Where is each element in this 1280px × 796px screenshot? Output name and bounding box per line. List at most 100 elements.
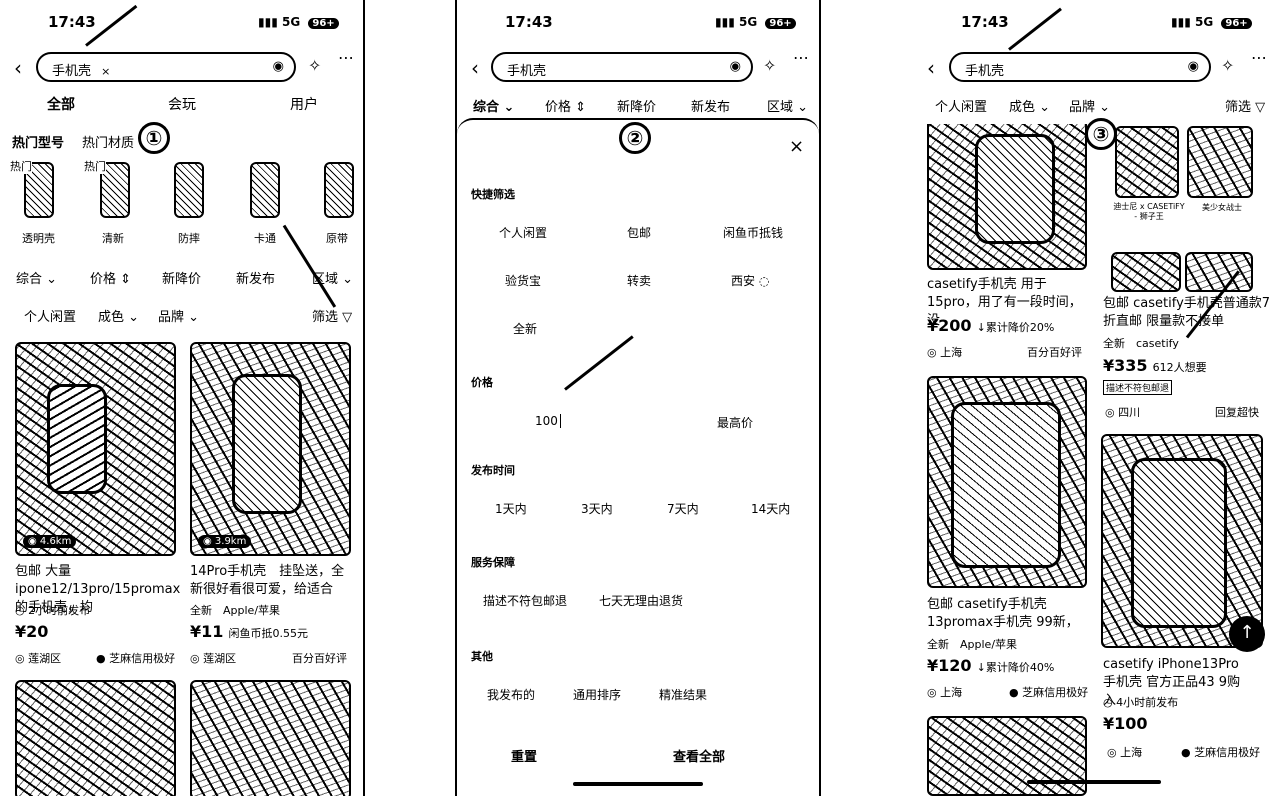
hot-materials-tab[interactable]: 热门材质	[82, 136, 135, 151]
product-image[interactable]: ◉ 3.9km	[190, 342, 351, 556]
sort-new-drop[interactable]: 新降价	[617, 100, 657, 115]
more-icon[interactable]: ⋯	[793, 48, 809, 67]
sort-composite[interactable]: 综合 ⌄	[473, 100, 515, 115]
filter-condition[interactable]: 成色 ⌄	[1009, 100, 1051, 115]
service-option[interactable]: 描述不符包邮退	[483, 594, 568, 608]
price-max-input[interactable]: 最高价	[717, 416, 754, 430]
category-thumb[interactable]	[250, 162, 280, 218]
product-image[interactable]	[190, 680, 351, 796]
option-brand-new[interactable]: 全新	[513, 322, 538, 336]
product-image[interactable]	[1185, 252, 1253, 292]
hot-models-tab[interactable]: 热门型号	[12, 136, 65, 151]
product-image[interactable]	[1101, 434, 1263, 648]
hot-tag: 热门	[84, 158, 106, 174]
sort-composite[interactable]: 综合 ⌄	[16, 272, 58, 287]
back-icon[interactable]: ‹	[14, 56, 22, 80]
tab-all[interactable]: 全部	[47, 97, 75, 113]
home-indicator	[1027, 780, 1161, 784]
product-title[interactable]: 包邮 casetify手机壳普通款7折直邮 限量款不接单	[1103, 296, 1271, 329]
category-thumb[interactable]	[324, 162, 354, 218]
sort-new-post[interactable]: 新发布	[691, 100, 731, 115]
other-option[interactable]: 通用排序	[573, 688, 622, 702]
tab-users[interactable]: 用户	[290, 97, 318, 113]
filter-condition[interactable]: 成色 ⌄	[98, 310, 140, 325]
product-image[interactable]	[927, 376, 1087, 588]
product-image[interactable]	[1111, 252, 1181, 292]
clear-icon[interactable]: ×	[101, 65, 111, 78]
signal-icon: ▮▮▮	[258, 15, 278, 29]
reset-button[interactable]: 重置	[511, 750, 538, 765]
product-title[interactable]: 包邮 casetify手机壳 13promax手机壳 99新，	[927, 597, 1079, 630]
product-meta: 全新 Apple/苹果	[927, 638, 1018, 651]
quick-filter-title: 快捷筛选	[471, 188, 515, 201]
category-thumb[interactable]	[174, 162, 204, 218]
filter-personal[interactable]: 个人闲置	[935, 100, 988, 115]
seller-location: ◎ 上海	[1107, 746, 1143, 759]
camera-icon[interactable]: ◉	[729, 59, 741, 74]
option-free-shipping[interactable]: 包邮	[627, 226, 652, 240]
product-image[interactable]	[1115, 126, 1179, 198]
product-title[interactable]: casetify手机壳 用于15pro，用了有一段时间，没	[927, 277, 1082, 328]
product-title[interactable]: 14Pro手机壳 挂坠送，全新很好看很可爱，给适合	[190, 564, 345, 597]
filter-button[interactable]: 筛选 ▽	[1225, 100, 1266, 115]
filter-region[interactable]: 区域 ⌄	[767, 100, 809, 115]
option-personal[interactable]: 个人闲置	[499, 226, 548, 240]
more-icon[interactable]: ⋯	[1251, 48, 1267, 67]
more-icon[interactable]: ⋯	[338, 48, 354, 67]
pin-icon[interactable]: ✧	[763, 56, 777, 75]
time-option[interactable]: 7天内	[667, 502, 699, 516]
product-meta: 全新 casetify	[1103, 337, 1179, 350]
time-option[interactable]: 14天内	[751, 502, 791, 516]
option-inspection[interactable]: 验货宝	[505, 274, 542, 288]
sort-price[interactable]: 价格 ⇕	[90, 272, 132, 287]
price-min-input[interactable]: 100	[535, 414, 561, 428]
other-option[interactable]: 精准结果	[659, 688, 708, 702]
product-image[interactable]	[927, 124, 1087, 270]
sort-price[interactable]: 价格 ⇕	[545, 100, 587, 115]
back-icon[interactable]: ‹	[471, 56, 479, 80]
step-marker-1: ①	[138, 122, 170, 154]
product-image[interactable]	[927, 716, 1087, 796]
back-icon[interactable]: ‹	[927, 56, 935, 80]
search-input[interactable]: 手机壳 × ◉	[36, 52, 296, 82]
guarantee-tag: 描述不符包邮退	[1103, 380, 1173, 395]
search-input[interactable]: 手机壳 ◉	[491, 52, 753, 82]
price-title: 价格	[471, 376, 493, 389]
service-option[interactable]: 七天无理由退货	[599, 594, 684, 608]
product-price: ¥11	[190, 622, 224, 641]
filter-personal[interactable]: 个人闲置	[24, 310, 77, 325]
filter-brand[interactable]: 品牌 ⌄	[158, 310, 200, 325]
sort-new-post[interactable]: 新发布	[236, 272, 276, 287]
time-option[interactable]: 3天内	[581, 502, 613, 516]
sort-new-drop[interactable]: 新降价	[162, 272, 202, 287]
category-label: 透明壳	[22, 232, 55, 245]
pin-icon[interactable]: ✧	[1221, 56, 1235, 75]
filter-brand[interactable]: 品牌 ⌄	[1069, 100, 1111, 115]
product-image[interactable]	[15, 680, 176, 796]
seller-location: ◎ 上海	[927, 686, 963, 699]
battery-icon: 96+	[765, 18, 796, 29]
status-time: 17:43	[505, 13, 553, 31]
hot-tag: 热门	[10, 158, 32, 174]
product-title[interactable]: 包邮 大量ipone12/13pro/15promax的手机壳，均	[15, 564, 181, 615]
product-image[interactable]: ◉ 4.6km	[15, 342, 176, 556]
tab-play[interactable]: 会玩	[168, 97, 196, 113]
scroll-top-button[interactable]: ↑	[1229, 616, 1265, 652]
product-title[interactable]: casetify iPhone13Pro手机壳 官方正品43 9购入	[1103, 657, 1241, 708]
search-input[interactable]: 手机壳 ◉	[949, 52, 1211, 82]
time-option[interactable]: 1天内	[495, 502, 527, 516]
filter-sheet-panel: 17:43 ▮▮▮ 5G 96+ ‹ 手机壳 ◉ ✧ ⋯ 综合 ⌄ 价格 ⇕ 新…	[455, 0, 821, 796]
close-icon[interactable]: ×	[789, 136, 805, 157]
option-location[interactable]: 西安 ◌	[731, 274, 770, 288]
other-option[interactable]: 我发布的	[487, 688, 536, 702]
camera-icon[interactable]: ◉	[1187, 59, 1199, 74]
view-all-button[interactable]: 查看全部	[673, 750, 726, 765]
option-coin-deduct[interactable]: 闲鱼币抵钱	[723, 226, 784, 240]
option-resell[interactable]: 转卖	[627, 274, 652, 288]
product-price-row: ¥335 612人想要	[1103, 356, 1207, 375]
product-price: ¥200	[927, 316, 972, 335]
filter-button[interactable]: 筛选 ▽	[312, 310, 353, 325]
camera-icon[interactable]: ◉	[272, 59, 284, 74]
product-image[interactable]	[1187, 126, 1253, 198]
pin-icon[interactable]: ✧	[308, 56, 322, 75]
